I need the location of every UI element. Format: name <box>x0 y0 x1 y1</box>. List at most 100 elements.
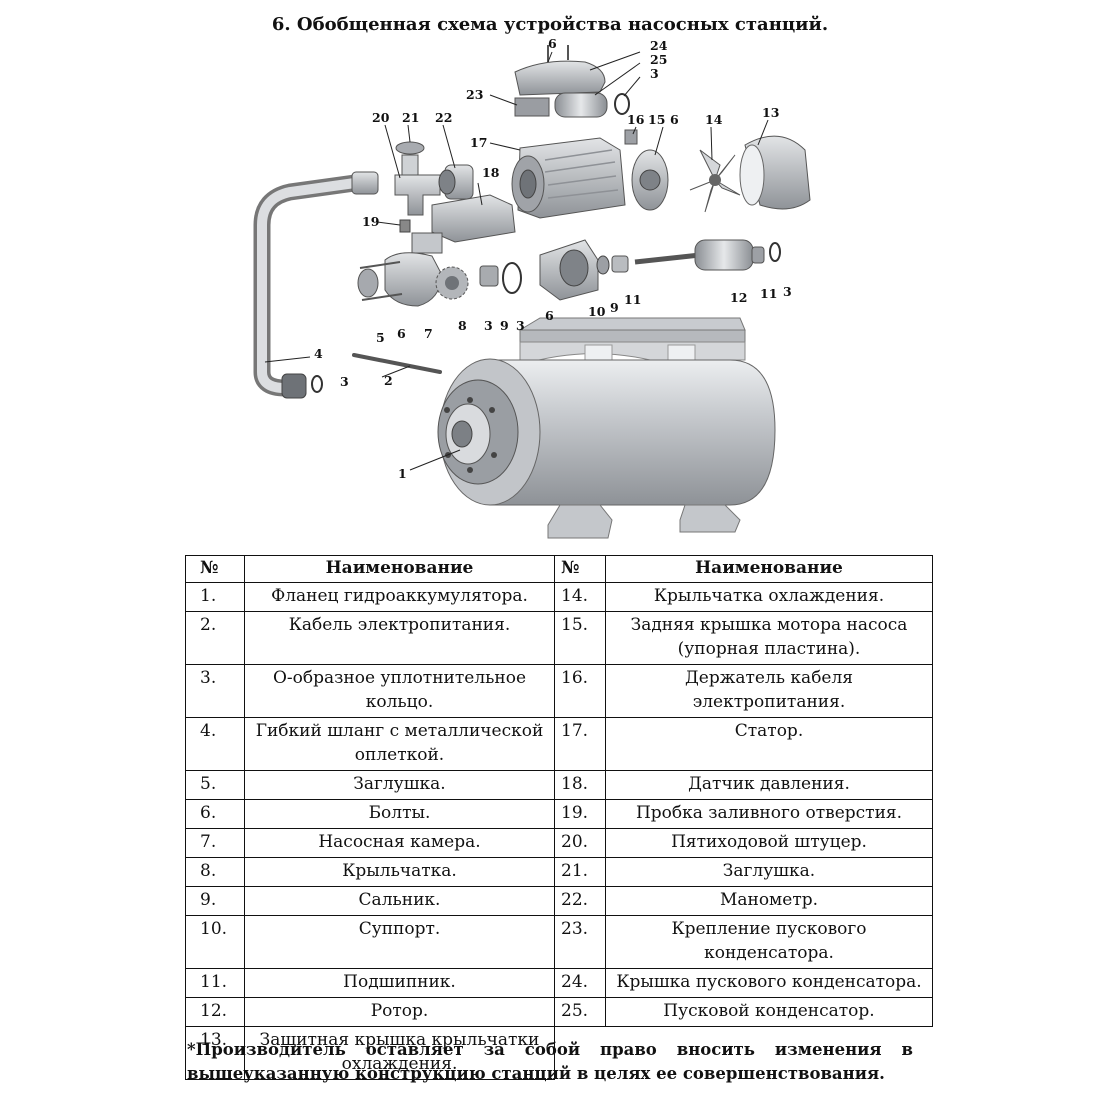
table-row: 1.Фланец гидроаккумулятора.14.Крыльчатка… <box>185 582 933 612</box>
table-row: 4.Гибкий шланг с металлической оплеткой.… <box>185 717 933 771</box>
part-number: 14. <box>554 582 606 612</box>
label-2: 2 <box>384 373 393 388</box>
part-name: О-образное уплотнительное кольцо. <box>244 664 555 718</box>
part-number: 20. <box>554 828 606 858</box>
part-name: Манометр. <box>605 886 933 916</box>
footnote-line-2: вышеуказанную конструкцию станций в целя… <box>187 1064 885 1083</box>
part-name: Заглушка. <box>605 857 933 887</box>
label-13: 13 <box>762 105 779 120</box>
header-name-1: Наименование <box>244 555 555 583</box>
part-name: Фланец гидроаккумулятора. <box>244 582 555 612</box>
table-row: 12.Ротор.25.Пусковой конденсатор. <box>185 997 933 1027</box>
part-name: Подшипник. <box>244 968 555 998</box>
label-23: 23 <box>466 87 483 102</box>
part-name: Крыльчатка охлаждения. <box>605 582 933 612</box>
label-3: 3 <box>650 66 659 81</box>
label-10: 10 <box>588 304 606 319</box>
label-11: 11 <box>624 292 641 307</box>
part-name: Кабель электропитания. <box>244 611 555 665</box>
label-12: 12 <box>730 290 747 305</box>
label-14: 14 <box>705 112 723 127</box>
part-number: 4. <box>185 717 245 771</box>
part-name: Статор. <box>605 717 933 771</box>
part-name: Ротор. <box>244 997 555 1027</box>
part-name: Суппорт. <box>244 915 555 969</box>
exploded-pump-diagram: 6 24 25 3 23 17 18 19 20 21 22 16 15 6 1… <box>253 36 811 539</box>
label-24: 24 <box>650 38 668 53</box>
label-9: 9 <box>500 318 509 333</box>
parts-table-body: 1.Фланец гидроаккумулятора.14.Крыльчатка… <box>185 582 933 1080</box>
table-row: 11.Подшипник.24.Крышка пускового конденс… <box>185 968 933 998</box>
label-6: 6 <box>548 36 557 51</box>
label-7: 7 <box>424 326 433 341</box>
label-20: 20 <box>372 110 390 125</box>
page-title: 6. Обобщенная схема устройства насосных … <box>271 14 829 35</box>
leader-lines <box>264 51 769 471</box>
part-name: Насосная камера. <box>244 828 555 858</box>
label-9b: 9 <box>610 300 619 315</box>
part-number: 18. <box>554 770 606 800</box>
part-number: 3. <box>185 664 245 718</box>
pump-chamber-group <box>357 232 469 307</box>
header-name-2: Наименование <box>605 555 933 583</box>
part-number: 8. <box>185 857 245 887</box>
header-num-2: № <box>554 555 606 583</box>
part-name: Гибкий шланг с металлической оплеткой. <box>244 717 555 771</box>
label-6b: 6 <box>670 112 679 127</box>
label-17: 17 <box>470 135 487 150</box>
part-number: 7. <box>185 828 245 858</box>
part-number: 24. <box>554 968 606 998</box>
part-labels: 6 24 25 3 23 17 18 19 20 21 22 16 15 6 1… <box>314 36 792 481</box>
label-5: 5 <box>376 330 385 345</box>
part-number: 12. <box>185 997 245 1027</box>
tank-group <box>437 317 776 539</box>
table-row: 13.Защитная крышка крыльчатки охлаждения… <box>185 1026 933 1080</box>
part-number: 10. <box>185 915 245 969</box>
label-4: 4 <box>314 346 323 361</box>
header-num-1: № <box>185 555 245 583</box>
part-name: Пусковой конденсатор. <box>605 997 933 1027</box>
part-name: Заглушка. <box>244 770 555 800</box>
support-group <box>479 239 781 301</box>
label-22: 22 <box>435 110 452 125</box>
label-25: 25 <box>650 52 667 67</box>
part-number: 11. <box>185 968 245 998</box>
label-15: 15 <box>648 112 665 127</box>
table-row: 2.Кабель электропитания.15.Задняя крышка… <box>185 611 933 665</box>
part-number: 19. <box>554 799 606 829</box>
footnote-line-1: *Производитель оставляет за собой право … <box>187 1040 913 1059</box>
part-name: Крышка пускового конденсатора. <box>605 968 933 998</box>
table-row: 6.Болты.19.Пробка заливного отверстия. <box>185 799 933 829</box>
part-name: Болты. <box>244 799 555 829</box>
part-number: 25. <box>554 997 606 1027</box>
part-number: 5. <box>185 770 245 800</box>
part-name: Держатель кабеля электропитания. <box>605 664 933 718</box>
label-3c: 3 <box>516 318 525 333</box>
motor-group <box>511 45 811 219</box>
part-number: 15. <box>554 611 606 665</box>
label-3e: 3 <box>340 374 349 389</box>
part-name: Защитная крышка крыльчатки охлаждения. <box>244 1026 555 1080</box>
table-row: 9.Сальник.22.Манометр. <box>185 886 933 916</box>
table-header-row: № Наименование № Наименование <box>185 555 933 583</box>
label-11b: 11 <box>760 286 777 301</box>
label-8: 8 <box>458 318 467 333</box>
parts-table: № Наименование № Наименование 1.Фланец г… <box>185 555 933 1080</box>
label-3d: 3 <box>783 284 792 299</box>
label-19: 19 <box>362 214 379 229</box>
table-row: 5.Заглушка.18.Датчик давления. <box>185 770 933 800</box>
label-21: 21 <box>402 110 419 125</box>
label-6d: 6 <box>545 308 554 323</box>
part-number: 1. <box>185 582 245 612</box>
footnote: *Производитель оставляет за собой право … <box>187 1038 913 1086</box>
part-name: Датчик давления. <box>605 770 933 800</box>
part-number: 6. <box>185 799 245 829</box>
part-name: Пятиходовой штуцер. <box>605 828 933 858</box>
label-3b: 3 <box>484 318 493 333</box>
part-name: Крепление пускового конденсатора. <box>605 915 933 969</box>
hose-group <box>253 171 442 399</box>
label-18: 18 <box>482 165 500 180</box>
fittings-group <box>394 141 516 243</box>
part-name: Пробка заливного отверстия. <box>605 799 933 829</box>
part-number: 22. <box>554 886 606 916</box>
